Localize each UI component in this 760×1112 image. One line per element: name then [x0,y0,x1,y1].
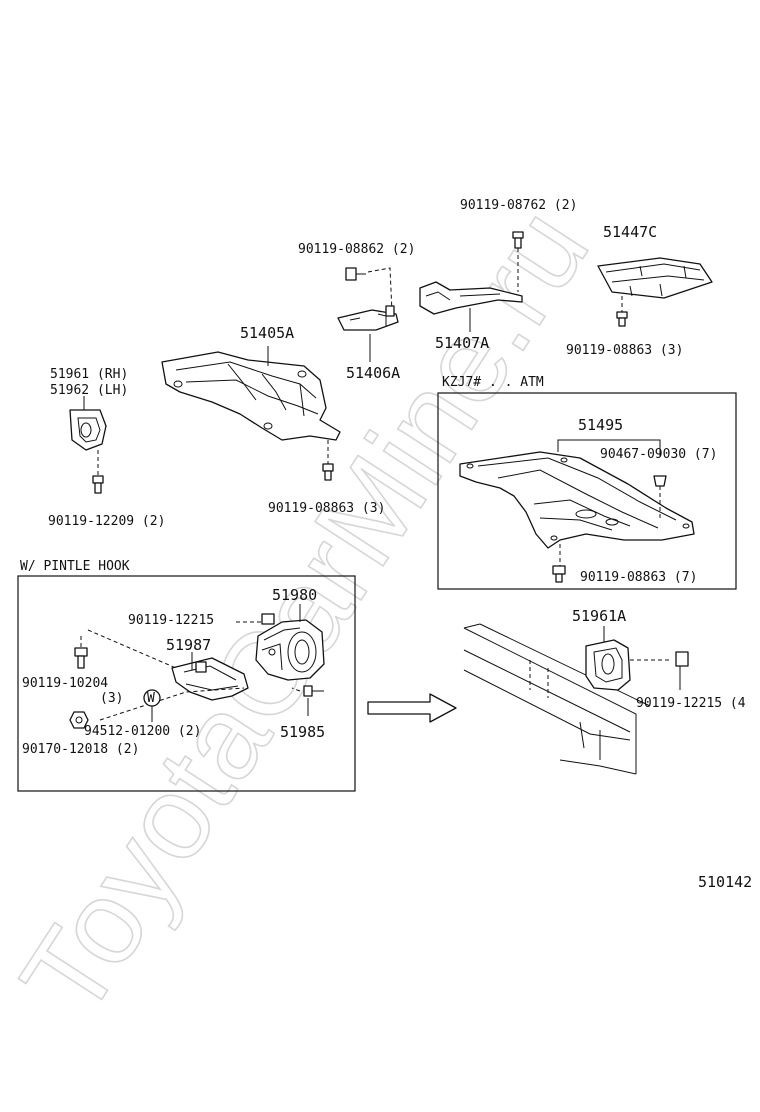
label-51985: 51985 [280,723,325,741]
label-51962: 51962 (LH) [50,383,128,398]
label-90119-08862: 90119-08862 (2) [298,242,415,257]
label-90170-12018: 90170-12018 (2) [22,742,139,757]
label-90119-12215-out: 90119-12215 (4 [636,696,746,711]
label-51406a: 51406A [346,364,400,382]
label-51980: 51980 [272,586,317,604]
label-51495: 51495 [578,416,623,434]
kzj7-atm-title: KZJ7# . . ATM [442,375,544,390]
kzj7-atm-box [437,392,737,590]
label-90119-08762: 90119-08762 (2) [460,198,577,213]
nut-90170-12018 [69,711,89,729]
label-51447c: 51447C [603,223,657,241]
vehicle-frame [463,623,651,775]
bolt-90119-08762 [512,231,524,292]
label-90119-12215-in: 90119-12215 [128,613,214,628]
label-90119-08863-top: 90119-08863 (3) [566,343,683,358]
pintle-hook-title: W/ PINTLE HOOK [20,559,130,574]
direction-arrow [367,693,457,723]
label-51987: 51987 [166,636,211,654]
label-51961: 51961 (RH) [50,367,128,382]
bolt-90119-08862 [345,267,393,313]
part-51495 [459,439,695,583]
pintle-hook-box [17,575,356,792]
part-51405a [161,346,341,481]
watermark-text: ToyotaCarMine.ru [0,186,614,1039]
part-51961-51962 [69,396,107,494]
w-marker: W [147,691,155,706]
bolt-90119-10204 [74,636,88,669]
label-51405a: 51405A [240,324,294,342]
part-51987-bracket [87,614,263,721]
part-51406a [337,305,399,362]
part-51447c [597,257,713,327]
label-90467-09030: 90467-09030 (7) [600,447,717,462]
bolt-51985 [291,685,324,716]
label-51407a: 51407A [435,334,489,352]
part-51961a [585,626,689,691]
label-51961a: 51961A [572,607,626,625]
part-51980-hook [255,604,325,681]
label-90119-08863-mid: 90119-08863 (3) [268,501,385,516]
label-90119-10204: 90119-10204 [22,676,108,691]
washer-94512-01200: W [143,689,161,722]
part-51407a [419,281,523,332]
figure-id: 510142 [698,873,752,891]
label-90119-08863-box: 90119-08863 (7) [580,570,697,585]
label-90119-10204-qty: (3) [100,691,123,706]
label-90119-12209: 90119-12209 (2) [48,514,165,529]
label-94512-01200: 94512-01200 (2) [84,724,201,739]
